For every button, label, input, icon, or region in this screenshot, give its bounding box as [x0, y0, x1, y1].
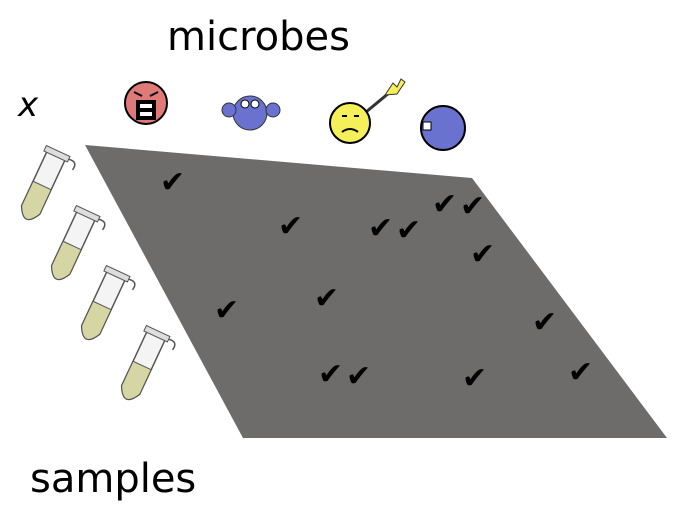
presence-checkmark: ✔ — [396, 213, 421, 248]
sample-tube-icon — [50, 204, 106, 281]
presence-checkmark: ✔ — [214, 293, 239, 328]
sample-tube-icon — [80, 264, 136, 341]
presence-checkmark: ✔ — [462, 361, 487, 396]
sample-tube-icon — [20, 144, 76, 221]
presence-checkmark: ✔ — [346, 359, 371, 394]
presence-checkmark: ✔ — [568, 355, 593, 390]
microbes-label: microbes — [167, 14, 350, 60]
sample-tubes — [20, 144, 176, 401]
presence-checkmark: ✔ — [314, 281, 339, 316]
x-label: x — [17, 85, 39, 125]
presence-checkmark: ✔ — [318, 357, 343, 392]
sample-tube-icon — [120, 324, 176, 401]
microbe-yellow-icon — [329, 78, 406, 144]
presence-checkmark: ✔ — [470, 237, 495, 272]
samples-label: samples — [30, 456, 196, 502]
presence-checkmark: ✔ — [460, 189, 485, 224]
microbe-blue-round-icon — [420, 105, 466, 151]
presence-checkmark: ✔ — [368, 211, 393, 246]
presence-checkmark: ✔ — [160, 165, 185, 200]
presence-checkmark: ✔ — [432, 187, 457, 222]
presence-checkmark: ✔ — [532, 305, 557, 340]
sample-microbe-matrix — [85, 145, 667, 438]
presence-checkmark: ✔ — [278, 209, 303, 244]
checkmarks: ✔✔✔✔✔✔✔✔✔✔✔✔✔✔ — [160, 165, 593, 396]
microbe-blue-icon — [221, 95, 281, 131]
microbe-red-icon — [124, 81, 168, 125]
